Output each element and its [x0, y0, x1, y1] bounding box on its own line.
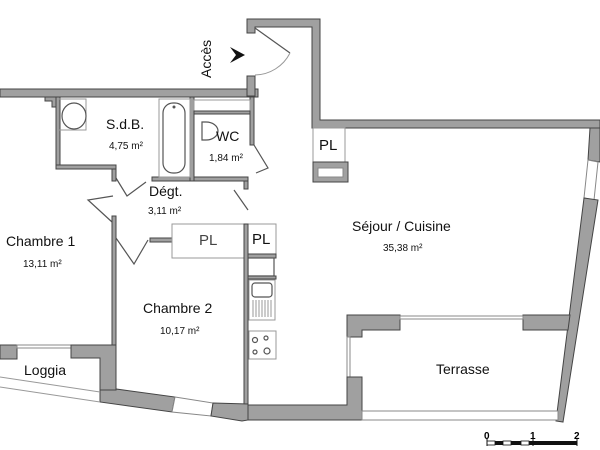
- wc-door: [253, 144, 269, 174]
- kitchen-counter-sink: [248, 279, 276, 321]
- room-name-sdb: S.d.B.: [106, 116, 145, 132]
- washbasin-icon: [61, 102, 87, 130]
- wall-right-top: [587, 127, 600, 163]
- chambre2-door: [115, 237, 149, 266]
- wall-loggia-left: [0, 344, 18, 360]
- window-terrace-left: [346, 336, 351, 378]
- bathtub-icon: [162, 102, 186, 174]
- wall-ch1-ch2: [111, 215, 117, 347]
- wall-kitchen-duct-bottom: [245, 275, 277, 280]
- loggia-railing: [0, 376, 101, 403]
- wall-sdb-wc-bottom: [151, 176, 249, 182]
- entry-arrow-icon: [230, 47, 245, 63]
- wall-kitchen-duct-top: [245, 253, 277, 259]
- room-area-sdb: 4,75 m²: [109, 141, 143, 152]
- burner-icon: [263, 335, 269, 341]
- wall-loggia-right: [70, 344, 117, 391]
- wall-sdb-bottom: [55, 164, 117, 170]
- kitchen-duct: [247, 257, 275, 277]
- sdb-door: [115, 177, 147, 197]
- wall-right-slant: [555, 197, 599, 423]
- entry-door-swing: [254, 52, 291, 76]
- bathtub-frame: [158, 98, 191, 178]
- room-name-sejour: Séjour / Cuisine: [352, 218, 451, 234]
- sejour-door: [233, 189, 249, 211]
- closet-label-kitchen: PL: [252, 231, 271, 248]
- wc-shelf: [193, 99, 251, 113]
- wall-bottom-kitchen: [210, 402, 249, 422]
- wall-terrace-left-top: [346, 314, 401, 338]
- room-area-sejour: 35,38 m²: [383, 243, 423, 254]
- scale-tick-0: 0: [484, 431, 490, 442]
- room-name-loggia: Loggia: [24, 362, 67, 378]
- closet-label-degt: PL: [199, 232, 218, 249]
- window-chambre1: [16, 344, 72, 349]
- wall-wc-right: [249, 96, 255, 146]
- burner-icon: [251, 336, 259, 344]
- wall-terrace-right: [522, 314, 571, 331]
- wall-entry-jamb: [246, 75, 256, 97]
- window-right: [583, 159, 599, 201]
- room-area-wc: 1,84 m²: [209, 153, 243, 164]
- window-terrace-top: [399, 315, 524, 320]
- room-area-chambre1: 13,11 m²: [23, 259, 62, 270]
- closet-label-sejour: PL: [319, 137, 338, 154]
- wall-bottom-ch2: [99, 388, 176, 413]
- entry-label: Accès: [198, 39, 214, 78]
- duct-opening: [317, 167, 344, 178]
- wall-degt-jamb: [111, 168, 117, 182]
- room-name-terrasse: Terrasse: [436, 361, 490, 377]
- scale-tick-1: 1: [530, 431, 536, 442]
- entry-door-leaf: [254, 27, 291, 54]
- wall-wc-left: [189, 96, 195, 182]
- terrace-edge: [361, 410, 559, 421]
- room-name-chambre2: Chambre 2: [143, 300, 213, 316]
- drainer-icon: [252, 300, 272, 317]
- scale-tick-2: 2: [574, 431, 580, 442]
- wall-ch2-kitchen: [243, 223, 249, 405]
- wall-degt-jamb2: [243, 180, 249, 190]
- wall-terrace-left-bottom: [247, 376, 363, 421]
- kitchen-counter-stove: [248, 330, 277, 360]
- window-chambre2: [171, 396, 214, 417]
- room-area-degt: 3,11 m²: [148, 206, 182, 217]
- wall-wc-top: [193, 110, 251, 115]
- wall-stub: [149, 237, 173, 243]
- wall-top-left: [0, 88, 259, 98]
- toilet-icon: [201, 121, 219, 141]
- chambre1-door: [86, 195, 114, 223]
- burner-icon: [263, 347, 271, 355]
- room-name-wc: WC: [216, 128, 240, 144]
- scale-bar: 0 1 2: [484, 431, 580, 446]
- bathtub-drain-icon: [172, 105, 176, 109]
- burner-icon: [252, 349, 258, 355]
- kitchen-sink-icon: [251, 282, 273, 298]
- room-name-chambre1: Chambre 1: [6, 233, 76, 249]
- room-area-chambre2: 10,17 m²: [160, 326, 200, 337]
- wall-entry-top: [246, 18, 600, 129]
- room-name-degt: Dégt.: [149, 183, 183, 199]
